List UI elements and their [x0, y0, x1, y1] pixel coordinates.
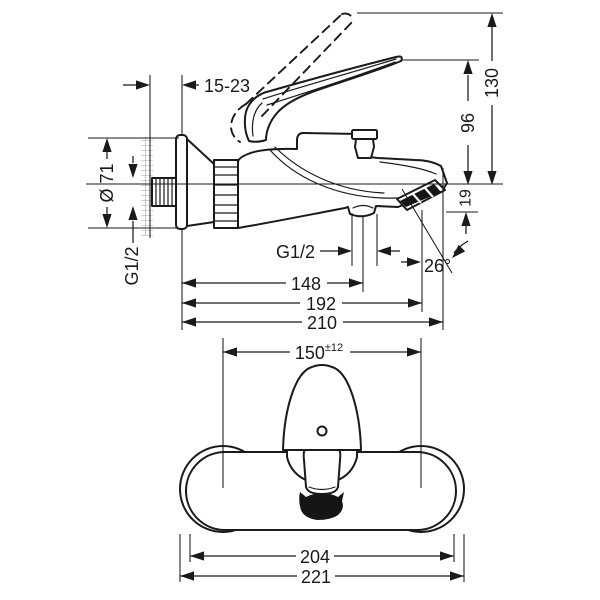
raised-lever-tip	[341, 12, 355, 21]
arrowhead	[128, 206, 138, 220]
body-width-label: 204	[300, 547, 330, 567]
knob-plate	[351, 129, 378, 140]
dim-total-depth: 210	[182, 313, 443, 333]
raised-lever-edge-b	[261, 19, 355, 117]
raised-lever-cap	[230, 103, 247, 143]
dim-total-height: 130	[482, 13, 502, 185]
arrowhead	[407, 257, 421, 267]
wall-distance-label: 15-23	[204, 76, 250, 96]
arrowhead	[487, 171, 497, 185]
arrowhead	[440, 551, 454, 561]
dim-wall-distance: 15-23	[123, 76, 250, 96]
diverter-knob	[351, 129, 378, 159]
escutcheon-cone	[186, 138, 215, 227]
arrowhead	[182, 80, 196, 90]
lever-inner-lines	[251, 58, 397, 137]
body-silhouette	[237, 132, 448, 229]
arrowhead	[463, 60, 473, 74]
arrowhead	[223, 347, 237, 357]
dim-outlet-thread: G1/2	[276, 242, 400, 262]
dim-tip-drop: 19	[458, 189, 475, 234]
outlet-thread-label: G1/2	[276, 242, 315, 262]
arrowhead	[190, 551, 204, 561]
outlet-depth-label: 148	[291, 274, 321, 294]
arrowhead	[182, 278, 196, 288]
arrowhead	[349, 278, 363, 288]
dim-connection-centers: 150±12	[223, 342, 421, 363]
arrowhead	[461, 212, 471, 226]
lever-handle-raised-dashed	[230, 12, 355, 143]
dim-wall-thread: G1/2	[122, 156, 142, 286]
arrowhead	[408, 298, 422, 308]
arrowhead	[128, 164, 138, 178]
body-width-extension-lines	[189, 534, 455, 562]
escutcheon-diameter-label: Ø 71	[97, 163, 117, 202]
total-height-label: 130	[482, 68, 502, 98]
dim-outlet-depth: 148	[182, 274, 363, 294]
arrowhead	[182, 317, 196, 327]
aerator-face	[400, 184, 441, 207]
arrowhead	[407, 347, 421, 357]
total-depth-label: 210	[307, 313, 337, 333]
front-view: 150±12 204 221	[179, 338, 465, 587]
escutcheon	[175, 134, 215, 230]
escutcheon-face	[175, 134, 188, 230]
connection-centers-tolerance: ±12	[325, 342, 343, 354]
dim-body-width: 204	[190, 547, 454, 567]
handle-pin-hole	[316, 425, 328, 437]
dim-spout-depth: 192	[182, 294, 422, 314]
front-reference-lines	[179, 338, 465, 582]
reference-lines	[86, 12, 503, 330]
union-nut	[213, 159, 239, 229]
arrowhead	[487, 13, 497, 27]
spout-angle-label: 26°	[424, 256, 451, 276]
aerator	[396, 179, 446, 211]
arrowhead	[450, 571, 464, 581]
lever-front-inner-line	[308, 486, 336, 491]
connection-centers-label: 150±12	[295, 342, 343, 363]
arrowhead	[102, 214, 112, 228]
handle-cap-front	[282, 364, 362, 451]
faucet-body	[237, 132, 448, 229]
arrowhead	[136, 80, 150, 90]
aerator-stripes	[412, 187, 434, 204]
body-inner-curves	[269, 146, 439, 209]
nut-body	[213, 159, 239, 229]
dim-total-width: 221	[180, 567, 464, 587]
angle-slant-line	[401, 188, 453, 274]
dim-spout-height: 96	[458, 60, 478, 185]
arrowhead	[182, 298, 196, 308]
lever-silhouette	[243, 55, 403, 143]
raised-lever-edge-a	[245, 13, 343, 105]
pipe-thread-stripes	[155, 177, 177, 207]
arrowhead	[180, 571, 194, 581]
knob-stem	[354, 138, 375, 159]
dim-spout-angle: 26°	[401, 240, 469, 276]
arrowhead	[377, 246, 391, 256]
arrowhead	[463, 171, 473, 185]
arrowhead	[429, 317, 443, 327]
spout-height-label: 96	[458, 113, 478, 133]
nut-facets	[213, 166, 239, 222]
arrowhead	[338, 246, 352, 256]
spout-depth-label: 192	[306, 294, 336, 314]
total-width-label: 221	[301, 567, 331, 587]
diverter-front	[299, 492, 344, 520]
handle-front	[282, 364, 362, 495]
connection-centers-value: 150	[295, 343, 325, 363]
tip-drop-label: 19	[458, 189, 475, 207]
wall-thread-label: G1/2	[122, 246, 142, 285]
side-view: 15-23 130 96 19 Ø 71	[86, 12, 503, 333]
total-width-extension-lines	[179, 534, 465, 582]
arrowhead	[102, 138, 112, 152]
lever-handle	[243, 55, 403, 143]
